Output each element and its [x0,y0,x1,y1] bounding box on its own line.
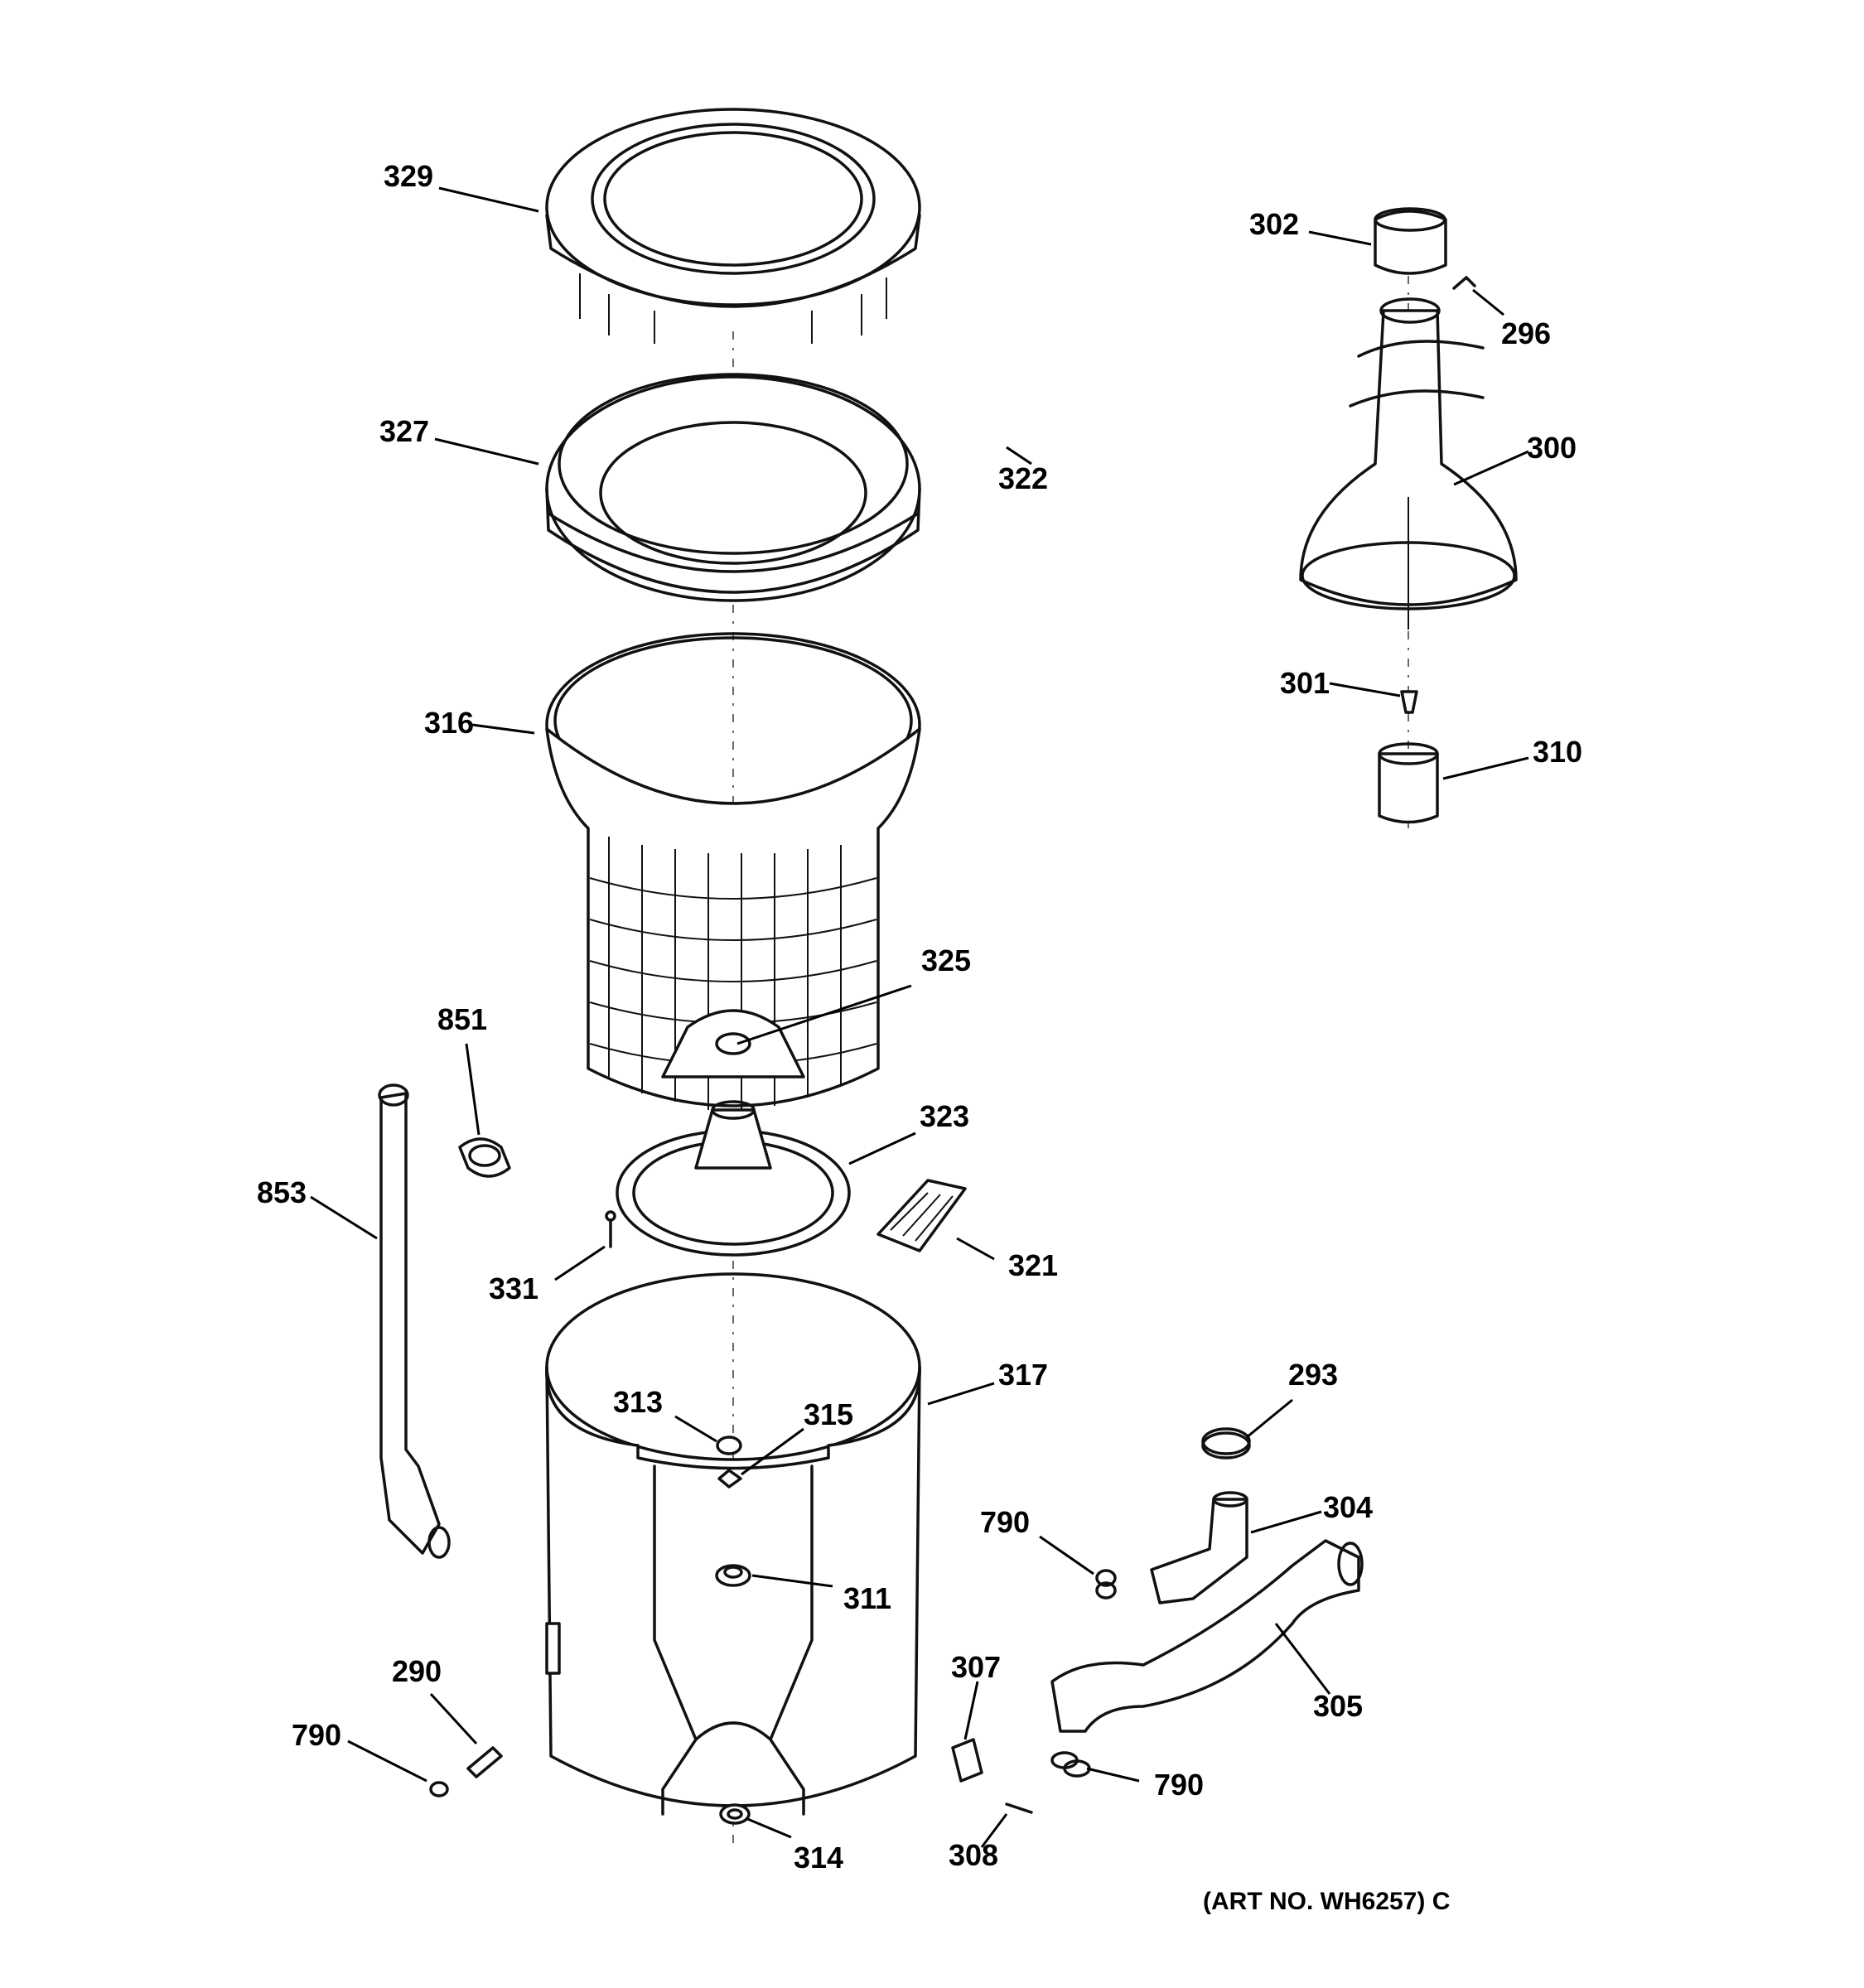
callout-305: 305 [1313,1689,1363,1723]
callout-322: 322 [998,461,1048,495]
washer-314-part [719,1803,751,1825]
nut-311-part [715,1564,751,1587]
fitting-290-part [466,1746,503,1778]
basket-hub-part [616,1100,851,1257]
bracket-307-part [951,1738,983,1783]
callout-853: 853 [257,1175,307,1209]
callout-302: 302 [1249,207,1299,241]
filter-part [876,1179,967,1252]
callout-329: 329 [384,159,433,193]
callout-323: 323 [920,1099,969,1133]
coupling-310-part [1378,742,1439,824]
clip-296-part [1452,276,1476,290]
callout-325: 325 [921,943,971,977]
callout-304: 304 [1323,1490,1373,1524]
nozzle-part [458,1137,511,1178]
agitator-cap-part [1374,207,1447,275]
clamp-790-right-part [1050,1751,1091,1778]
nut-313-part [716,1436,742,1455]
callout-331: 331 [489,1271,538,1305]
callout-290: 290 [392,1654,442,1688]
callout-308: 308 [949,1838,998,1872]
callout-307: 307 [951,1650,1001,1684]
tub-ring-part [545,373,921,602]
tub-cover-part [545,108,921,344]
clamp-790-middle-part [1095,1569,1117,1600]
wash-basket-part [545,632,921,1110]
agitator-part [1299,297,1518,630]
hose-305-part [1050,1539,1364,1733]
bolt-301-part [1400,690,1418,714]
art-number: (ART NO. WH6257) C [1203,1888,1450,1915]
clamp-293-part [1201,1427,1251,1460]
callout-790-right: 790 [1154,1768,1204,1802]
outer-tub-part [545,1272,921,1816]
screw-331-part [605,1210,616,1248]
callout-296: 296 [1501,316,1551,350]
callout-300: 300 [1527,431,1577,465]
callout-327: 327 [379,414,429,448]
callout-315: 315 [804,1397,853,1431]
callout-851: 851 [437,1002,487,1036]
callout-310: 310 [1533,735,1582,769]
callout-314: 314 [794,1841,843,1875]
callout-790-left: 790 [292,1718,341,1752]
leader-lines [310,186,1529,1848]
callout-790-middle: 790 [980,1505,1030,1539]
callout-301: 301 [1280,666,1330,700]
callout-317: 317 [998,1358,1048,1392]
washer-315-part [717,1469,742,1489]
callout-321: 321 [1008,1248,1058,1282]
callout-311: 311 [843,1581,891,1615]
clamp-790-left-part [429,1781,449,1797]
screw-308-part [1005,1802,1033,1814]
hose-304-part [1150,1491,1248,1604]
fill-hose-part [378,1083,451,1559]
callout-313: 313 [613,1385,663,1419]
callout-316: 316 [424,706,474,740]
callout-293: 293 [1288,1358,1338,1392]
